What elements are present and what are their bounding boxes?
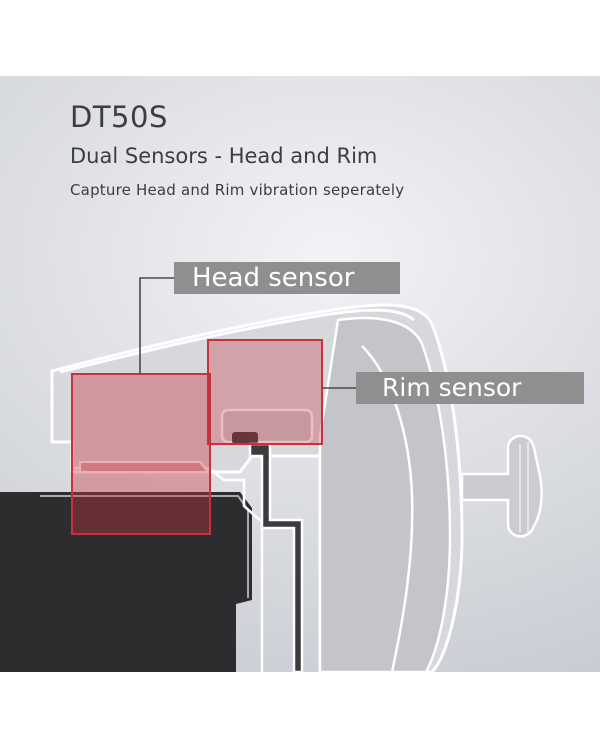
head-sensor-highlight [71,373,211,535]
product-title: DT50S [70,100,168,134]
head-base-lip [79,461,211,473]
rim-sensor-highlight [207,339,323,445]
product-tagline: Capture Head and Rim vibration seperatel… [70,181,405,199]
rim-sensor-callout: Rim sensor [356,372,584,404]
tension-knob [460,434,543,538]
product-illustration-panel: DT50S Dual Sensors - Head and Rim Captur… [0,76,600,672]
rim-sensor-slot [232,432,258,444]
product-subtitle: Dual Sensors - Head and Rim [70,144,378,168]
clamp-hook [248,442,304,672]
drum-shell [0,492,252,672]
head-sensor-leader [139,277,174,374]
trigger-side-panel [318,316,452,672]
head-sensor-callout: Head sensor [174,262,400,294]
trigger-top-surface [59,308,415,374]
